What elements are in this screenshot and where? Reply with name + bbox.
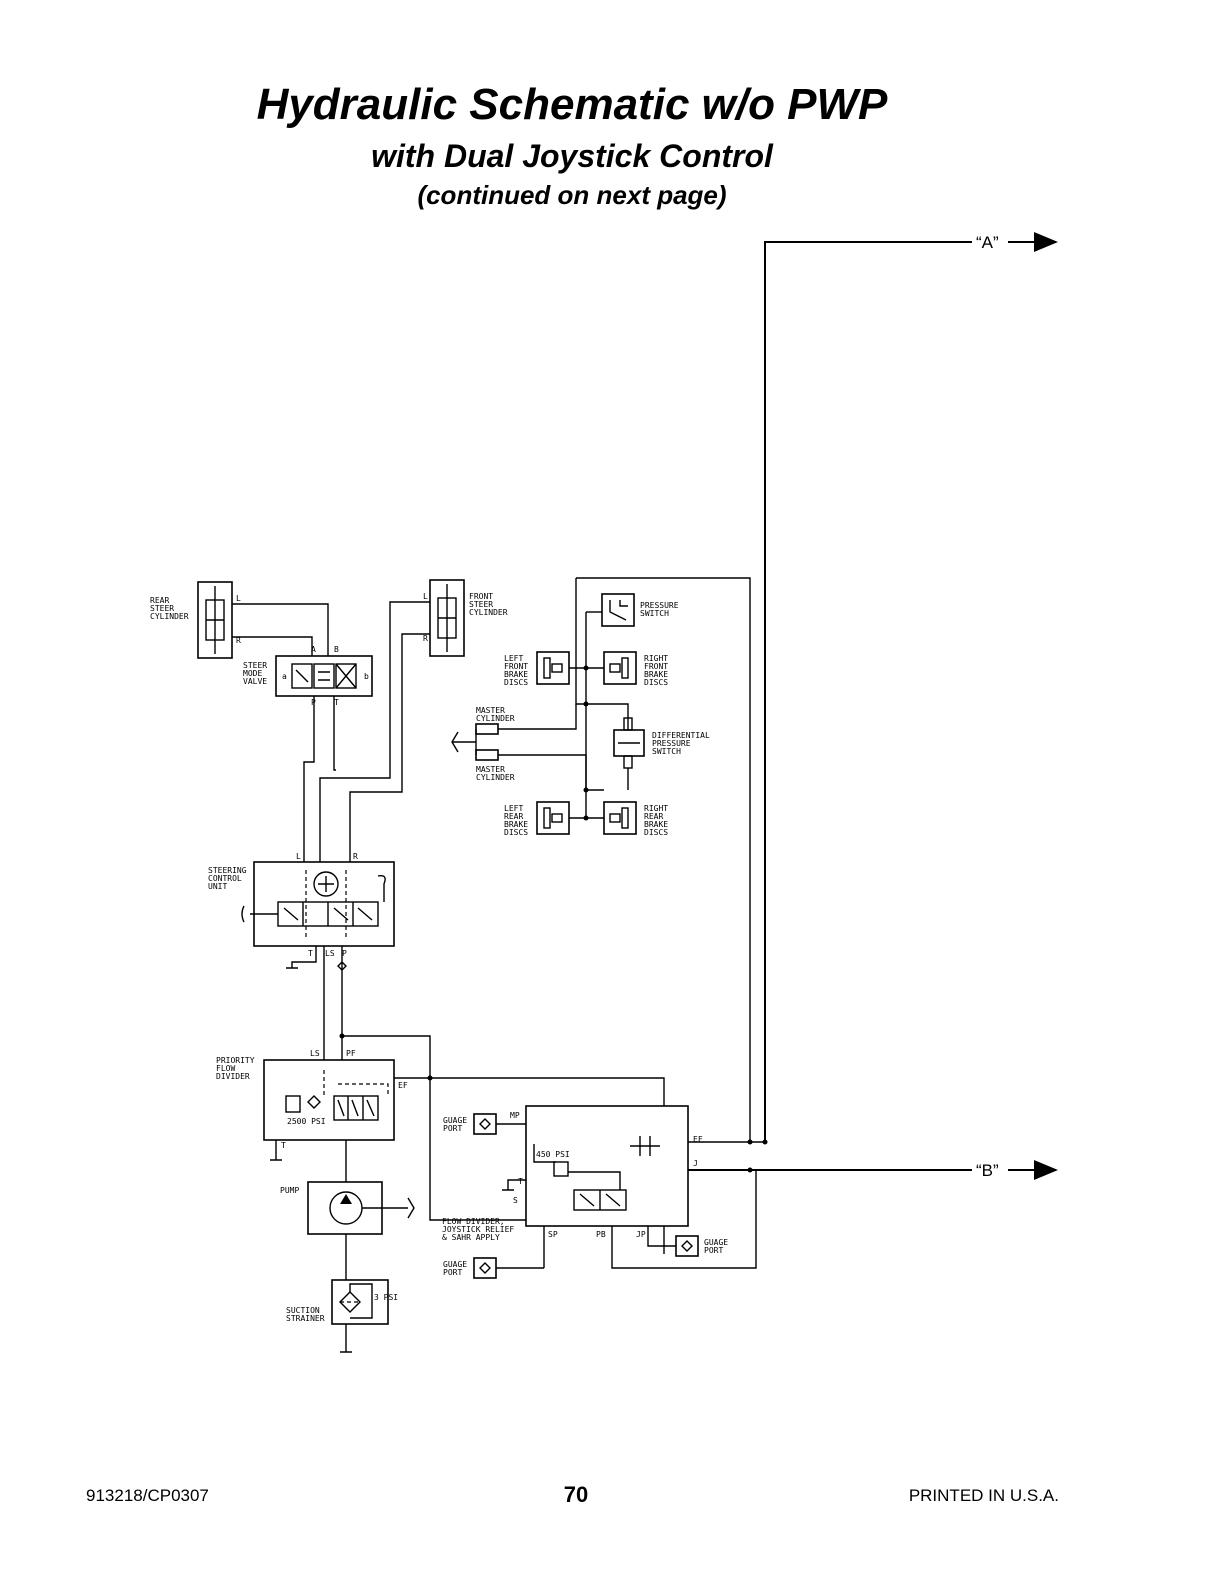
svg-text:PB: PB bbox=[596, 1230, 606, 1239]
svg-text:L: L bbox=[296, 852, 301, 861]
page-number: 70 bbox=[563, 1482, 589, 1507]
svg-text:SP: SP bbox=[548, 1230, 558, 1239]
svg-text:L: L bbox=[236, 594, 241, 603]
svg-text:FLOW DIVIDER,JOYSTICK RELIEF&: FLOW DIVIDER,JOYSTICK RELIEF& SAHR APPLY bbox=[442, 1217, 514, 1242]
svg-text:EF: EF bbox=[693, 1135, 703, 1144]
svg-text:a: a bbox=[282, 672, 287, 681]
svg-text:3 PSI: 3 PSI bbox=[374, 1293, 398, 1302]
svg-text:R: R bbox=[236, 636, 241, 645]
svg-text:EF: EF bbox=[398, 1081, 408, 1090]
doc-number: 913218/CP0307 bbox=[86, 1486, 209, 1505]
svg-text:R: R bbox=[423, 634, 428, 643]
svg-text:A: A bbox=[311, 645, 316, 654]
svg-text:P: P bbox=[342, 949, 347, 958]
svg-text:PUMP: PUMP bbox=[280, 1186, 299, 1195]
svg-text:T: T bbox=[334, 698, 339, 707]
svg-text:T: T bbox=[281, 1141, 286, 1150]
strainer-tank bbox=[340, 1324, 352, 1353]
svg-text:JP: JP bbox=[636, 1230, 646, 1239]
svg-text:450 PSI: 450 PSI bbox=[536, 1150, 570, 1159]
svg-text:J: J bbox=[693, 1159, 698, 1168]
svg-text:PF: PF bbox=[346, 1049, 356, 1058]
svg-text:LS: LS bbox=[325, 949, 335, 958]
steering-wheel-icon bbox=[241, 905, 278, 923]
svg-text:L: L bbox=[423, 592, 428, 601]
svg-text:S: S bbox=[513, 1196, 518, 1205]
brake-pedal-icon bbox=[451, 729, 477, 755]
page-subtitle: with Dual Joystick Control bbox=[371, 138, 773, 174]
svg-text:R: R bbox=[353, 852, 358, 861]
fd-tank bbox=[502, 1179, 526, 1191]
connector-b-label: “B” bbox=[976, 1161, 999, 1180]
svg-text:B: B bbox=[334, 645, 339, 654]
flow-divider-joystick-relief: 450 PSI FLOW DIVIDER,JOYSTICK RELIEF& SA… bbox=[442, 1105, 703, 1242]
connector-a-label: “A” bbox=[976, 233, 999, 252]
connector-a: “A” bbox=[764, 232, 1058, 1142]
pfd-tank bbox=[270, 1140, 282, 1161]
svg-text:2500 PSI: 2500 PSI bbox=[287, 1117, 326, 1126]
svg-text:T: T bbox=[518, 1177, 523, 1186]
svg-text:MP: MP bbox=[510, 1111, 520, 1120]
scu-tank bbox=[286, 946, 317, 969]
page-title: Hydraulic Schematic w/o PWP bbox=[256, 80, 888, 129]
svg-text:T: T bbox=[308, 949, 313, 958]
scu-check-icon bbox=[337, 961, 347, 971]
svg-text:LS: LS bbox=[310, 1049, 320, 1058]
printed-notice: PRINTED IN U.S.A. bbox=[908, 1486, 1059, 1505]
continued-note: (continued on next page) bbox=[417, 180, 727, 210]
pump: PUMP bbox=[280, 1181, 415, 1235]
svg-text:b: b bbox=[364, 672, 369, 681]
